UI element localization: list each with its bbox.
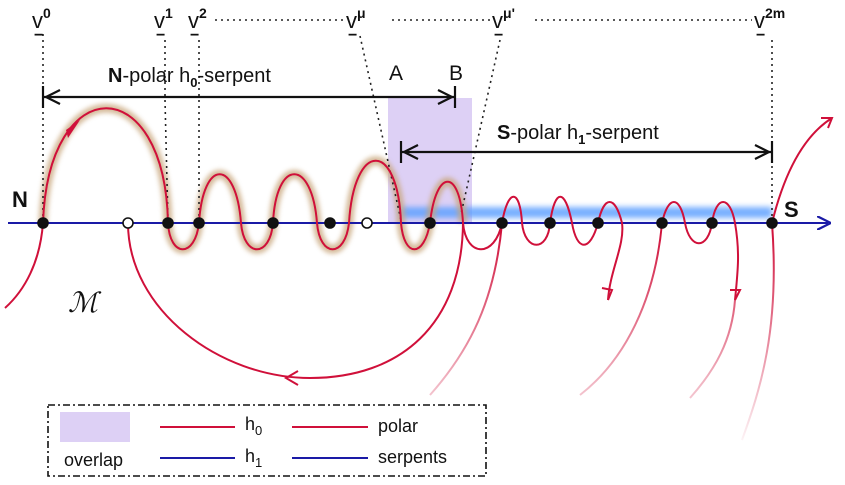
label-A: A xyxy=(389,62,403,85)
vertex-4 xyxy=(267,217,279,229)
h0-arc-arrow xyxy=(66,120,80,138)
legend-serpents-text: serpents xyxy=(378,447,447,467)
vertices xyxy=(37,217,778,229)
vertex-11 xyxy=(656,217,668,229)
label-B: B xyxy=(449,62,463,85)
svg-text:−: − xyxy=(348,27,357,44)
s-serpent-label: S-polar h1-serpent xyxy=(497,122,659,147)
vertex-7 xyxy=(424,217,436,229)
vertex-v1 xyxy=(162,217,174,229)
h0-tail-4 xyxy=(741,222,775,441)
vertex-open-2 xyxy=(361,217,373,229)
h0-return-arc xyxy=(127,222,464,380)
h0-tail-right-arrow xyxy=(821,117,834,129)
legend-overlap-text: overlap xyxy=(64,450,123,470)
svg-text:v1: v1 xyxy=(154,5,173,33)
h0-tail-1 xyxy=(429,222,503,396)
h0-bend-1 xyxy=(601,287,614,301)
legend-polar-text: polar xyxy=(378,416,418,436)
svg-text:vμ: vμ xyxy=(346,5,366,33)
svg-text:v2m: v2m xyxy=(754,5,785,33)
svg-text:v2: v2 xyxy=(188,5,207,33)
legend: overlap h0 h1 polar serpents xyxy=(47,404,487,477)
n-serpent-label: N-polar h0-serpent xyxy=(108,65,271,90)
svg-text:−: − xyxy=(34,27,43,44)
pole-N: N xyxy=(12,187,28,212)
h0-tail-2 xyxy=(579,222,663,396)
legend-h0-text: h0 xyxy=(245,414,262,438)
n-serpent-bracket xyxy=(41,86,457,108)
s-serpent-glow xyxy=(400,207,772,218)
pole-S: S xyxy=(784,197,799,222)
svg-text:v0: v0 xyxy=(32,5,51,33)
vertex-12 xyxy=(706,217,718,229)
vertex-v2m xyxy=(766,217,778,229)
legend-h1-text: h1 xyxy=(245,446,262,470)
svg-text:−: − xyxy=(190,27,199,44)
svg-text:−: − xyxy=(756,27,765,44)
legend-overlap-swatch xyxy=(60,412,130,442)
svg-text:−: − xyxy=(156,27,165,44)
s-serpent-bracket xyxy=(399,141,774,163)
vertex-v0 xyxy=(37,217,49,229)
manifold-label: ℳ xyxy=(68,286,102,319)
h0-bend-2 xyxy=(730,289,742,301)
svg-text:−: − xyxy=(494,27,503,44)
h0-main-curve xyxy=(4,107,624,309)
svg-text:vμ': vμ' xyxy=(492,5,515,33)
h0-tail-right xyxy=(771,117,833,224)
vertex-8 xyxy=(496,217,508,229)
vertex-v2 xyxy=(193,217,205,229)
vertex-open-1 xyxy=(122,217,134,229)
vertex-10 xyxy=(592,217,604,229)
h0-return-arrow xyxy=(284,370,299,386)
vertex-9 xyxy=(544,217,556,229)
h0-tail-3 xyxy=(689,299,736,399)
vertex-labels: v0 − v1 − v2 − vμ − vμ' − v2m − xyxy=(32,5,785,44)
vertex-5 xyxy=(324,217,336,229)
